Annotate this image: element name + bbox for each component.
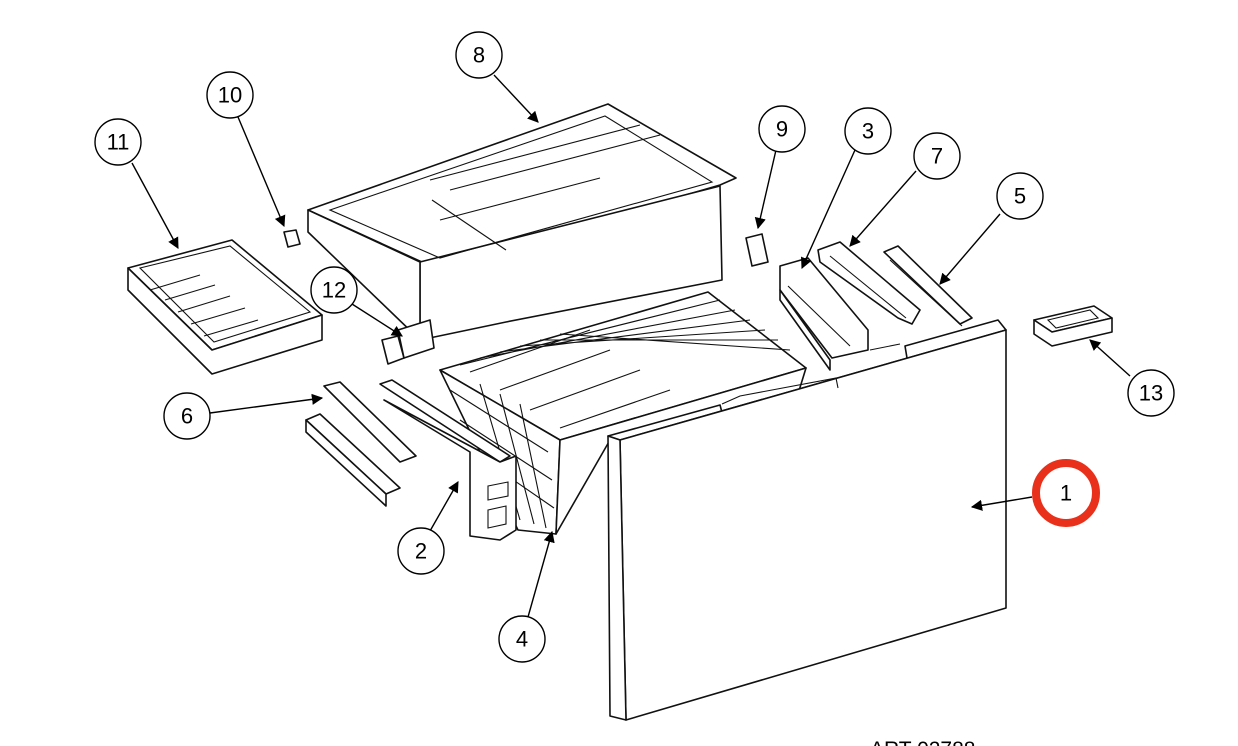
callout-4: 4 bbox=[498, 615, 546, 663]
callout-13-label: 13 bbox=[1139, 381, 1163, 406]
art-number: ART 02788 bbox=[870, 738, 975, 746]
callout-7-label: 7 bbox=[931, 144, 943, 169]
callout-3-label: 3 bbox=[862, 119, 874, 144]
callout-12-label: 12 bbox=[322, 278, 346, 303]
callout-10: 10 bbox=[206, 71, 254, 119]
leader-lines bbox=[131, 74, 1131, 618]
callout-8: 8 bbox=[455, 31, 503, 79]
part-rail-long bbox=[883, 245, 973, 327]
callout-11: 11 bbox=[94, 118, 142, 166]
callout-11-label: 11 bbox=[107, 130, 130, 155]
callout-9-label: 9 bbox=[776, 117, 788, 142]
part-clip bbox=[381, 319, 435, 365]
callout-2: 2 bbox=[397, 527, 445, 575]
callout-5-label: 5 bbox=[1014, 184, 1026, 209]
part-slide-left bbox=[305, 381, 417, 507]
part-handle-piece bbox=[1033, 305, 1113, 347]
callout-1-label: 1 bbox=[1060, 481, 1072, 506]
callout-3: 3 bbox=[844, 107, 892, 155]
part-clip-small bbox=[283, 229, 301, 248]
callout-6: 6 bbox=[163, 392, 211, 440]
part-rail-left bbox=[379, 379, 517, 541]
callout-4-label: 4 bbox=[516, 627, 528, 652]
callout-5: 5 bbox=[996, 172, 1044, 220]
callout-13: 13 bbox=[1127, 369, 1175, 417]
callout-1: 1 bbox=[1032, 459, 1100, 527]
callout-10-label: 10 bbox=[218, 83, 242, 108]
callout-6-label: 6 bbox=[181, 404, 193, 429]
callout-8-label: 8 bbox=[473, 43, 485, 68]
part-slide-right bbox=[817, 241, 921, 325]
part-clip-right bbox=[745, 233, 769, 267]
part-upper-basket bbox=[307, 103, 737, 341]
part-ice-tray bbox=[127, 239, 323, 375]
part-drawer-front bbox=[607, 319, 1007, 721]
callout-2-label: 2 bbox=[415, 539, 427, 564]
callout-9: 9 bbox=[758, 105, 806, 153]
callout-12: 12 bbox=[310, 266, 358, 314]
callout-7: 7 bbox=[913, 132, 961, 180]
